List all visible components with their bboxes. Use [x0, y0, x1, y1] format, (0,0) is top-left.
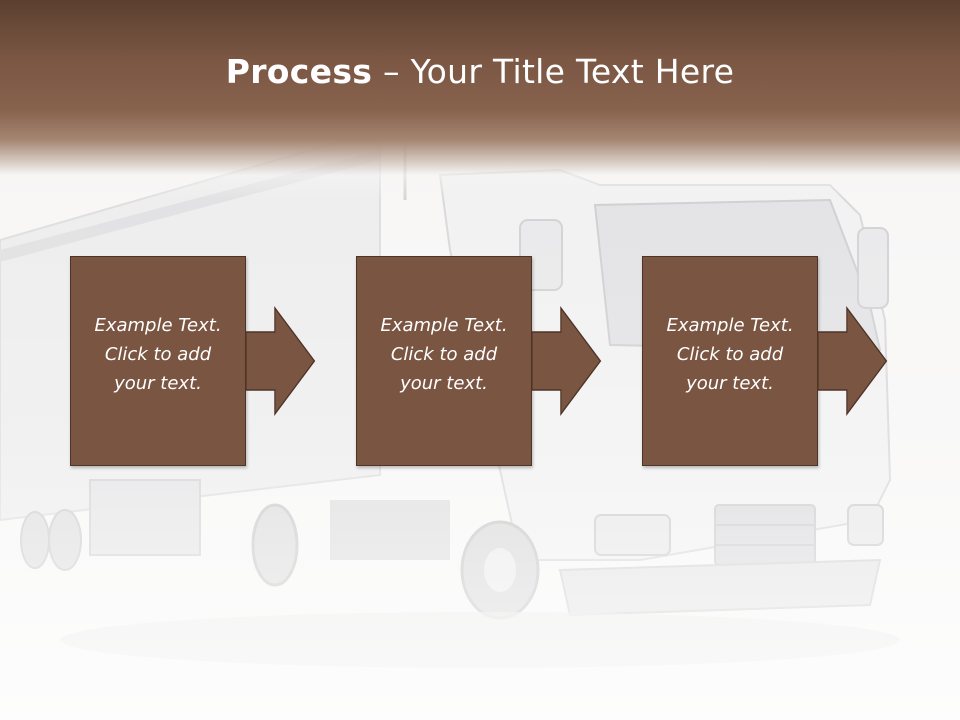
step-3-text[interactable]: Example Text. Click to add your text. [643, 311, 817, 398]
step-2-line-1: Example Text. [380, 315, 508, 336]
step-1-line-1: Example Text. [94, 315, 222, 336]
step-3-line-3: your text. [686, 373, 774, 394]
process-step-2[interactable]: Example Text. Click to add your text. [356, 256, 532, 466]
arrow-right-icon-1 [246, 306, 316, 416]
title-bold: Process [225, 52, 373, 91]
arrow-right-icon-2 [532, 306, 602, 416]
title-rest: – Your Title Text Here [372, 52, 735, 91]
step-3-line-2: Click to add [676, 344, 784, 365]
arrow-right-icon-3 [818, 306, 888, 416]
title-bar [0, 0, 960, 200]
step-1-line-2: Click to add [104, 344, 212, 365]
step-2-line-2: Click to add [390, 344, 498, 365]
slide-title[interactable]: Process – Your Title Text Here [0, 52, 960, 91]
step-1-text[interactable]: Example Text. Click to add your text. [71, 311, 245, 398]
process-step-3[interactable]: Example Text. Click to add your text. [642, 256, 818, 466]
step-2-line-3: your text. [400, 373, 488, 394]
process-step-1[interactable]: Example Text. Click to add your text. [70, 256, 246, 466]
step-3-line-1: Example Text. [666, 315, 794, 336]
step-2-text[interactable]: Example Text. Click to add your text. [357, 311, 531, 398]
step-1-line-3: your text. [114, 373, 202, 394]
